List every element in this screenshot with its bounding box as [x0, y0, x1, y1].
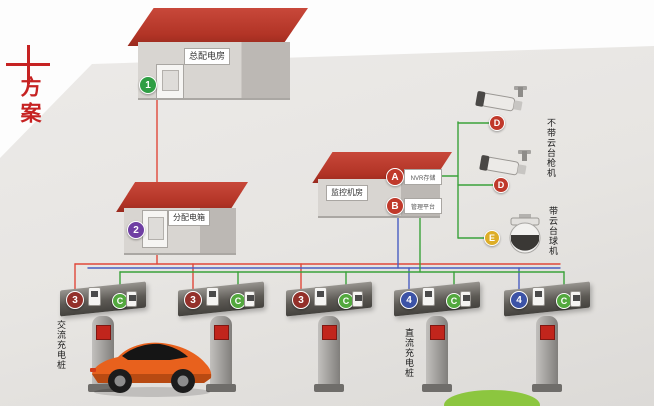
- marker-A: A: [386, 168, 404, 186]
- distribution-cabinet: [142, 210, 168, 248]
- main-power-cabinet: [156, 64, 184, 99]
- charger-unit: [422, 287, 435, 306]
- dc-pile-label: 直流充电桩: [404, 328, 414, 378]
- fixed-camera-label: 不带云台枪机: [546, 118, 556, 178]
- station-5-marker: 4: [510, 291, 528, 309]
- platform-device-box: 管理平台: [404, 198, 442, 214]
- charger-unit: [314, 287, 327, 306]
- charger-unit: [352, 291, 363, 307]
- charger-unit: [532, 287, 545, 306]
- nvr-device-box: NVR存储: [404, 169, 442, 185]
- scheme-cross-vbar: [27, 45, 30, 84]
- marker-D2: D: [493, 177, 509, 193]
- charger-unit: [460, 291, 471, 307]
- bullet-camera-icon: [475, 86, 527, 112]
- scheme-title: 方案: [18, 76, 41, 128]
- red-power-lines: [74, 95, 561, 291]
- charger-unit: [570, 291, 581, 307]
- marker-B: B: [386, 197, 404, 215]
- marker-2: 2: [127, 221, 145, 239]
- charger-unit: [206, 287, 219, 306]
- station-1-marker: 3: [66, 291, 84, 309]
- charger-unit: [244, 291, 255, 307]
- station-4-marker: 4: [400, 291, 418, 309]
- dome-camera: [502, 214, 548, 261]
- charging-pile: [422, 316, 452, 392]
- dome-camera-icon: [509, 214, 541, 254]
- charger-unit: [88, 287, 101, 306]
- station-2-marker: 3: [184, 291, 202, 309]
- charging-pile: [532, 316, 562, 392]
- distribution-label: 分配电箱: [168, 210, 210, 226]
- ptz-camera-label: 带云台球机: [548, 206, 558, 256]
- distribution-roof: [116, 182, 248, 212]
- charger-unit: [126, 291, 137, 307]
- charging-pile: [314, 316, 344, 392]
- logo-blob: [444, 390, 540, 406]
- electric-car: [88, 326, 216, 405]
- marker-D1: D: [489, 115, 505, 131]
- ac-pile-label: 交流充电桩: [56, 320, 66, 370]
- electric-car-icon: [90, 342, 212, 397]
- main-power-roof: [127, 8, 308, 46]
- station-3-marker: 3: [292, 291, 310, 309]
- station-5-tag: C: [556, 293, 572, 309]
- main-power-label: 总配电房: [184, 48, 231, 65]
- charging-pile: [206, 316, 236, 392]
- bullet-camera-2: [478, 150, 532, 189]
- monitoring-label: 监控机房: [326, 185, 368, 201]
- marker-1: 1: [139, 76, 157, 94]
- bullet-camera-icon: [479, 150, 531, 176]
- marker-E: E: [484, 230, 500, 246]
- bullet-camera-1: [474, 86, 528, 125]
